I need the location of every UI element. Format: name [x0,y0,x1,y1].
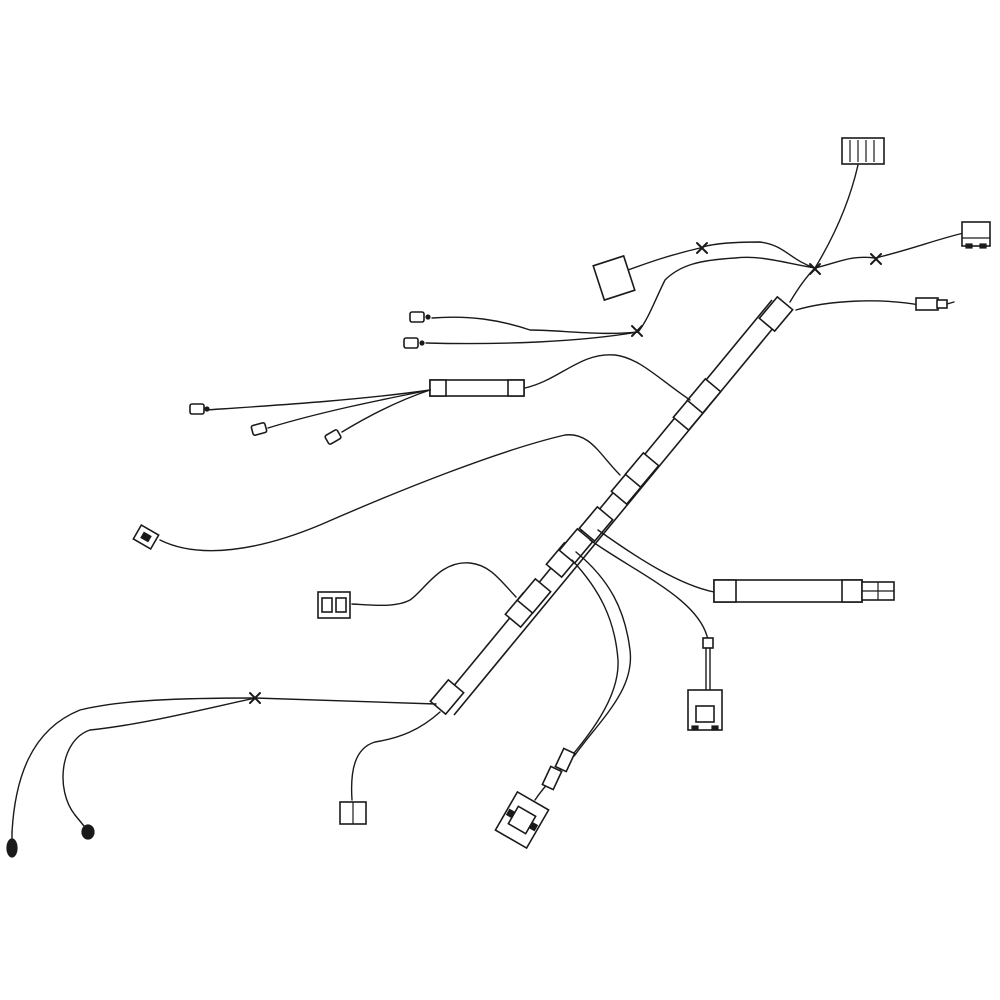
ring-terminal-upper-2 [403,331,639,349]
connector-bottom-center [494,551,632,850]
trunk-clip-5 [558,527,594,565]
connector-top-right [961,221,991,249]
connector-left-tilted [132,434,621,552]
connector-right-small [589,539,723,731]
trunk-clip-10 [686,377,722,415]
connector-tilted-block [592,254,636,302]
trunk-clip-1 [429,678,465,716]
connector-bottom-left [339,711,441,825]
spade-terminal-2 [250,389,431,436]
connector-top-square [841,137,885,165]
trunk-clip-6 [578,505,614,543]
ring-terminal-upper-1 [409,311,639,335]
connector-left-middle [317,562,517,619]
sleeve-right-branch [597,529,895,603]
main-harness-trunk [429,295,794,716]
spade-terminal-1 [189,389,431,415]
trunk-clip-3 [516,577,552,615]
sensor-probe-1 [6,697,437,858]
spade-terminal-3 [324,389,431,445]
top-branches [627,164,969,333]
trunk-clip-11 [758,295,794,333]
sleeve-left-branch [429,354,691,401]
trunk-clip-8 [624,451,660,489]
terminal-upper-right [915,297,955,311]
sensor-probe-2 [62,697,256,840]
